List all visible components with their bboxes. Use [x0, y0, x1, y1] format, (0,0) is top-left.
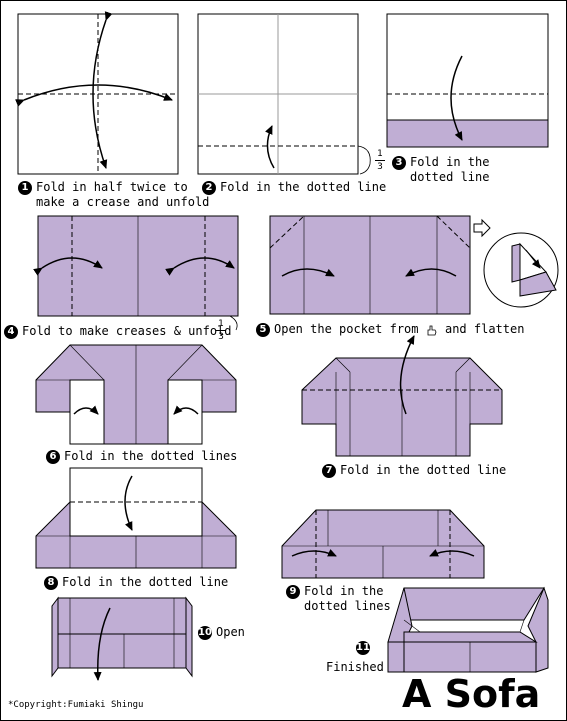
step-number-badge: 4	[4, 324, 18, 339]
step-11-badge-wrap: 11	[356, 640, 374, 655]
step-9-line-2: dotted lines	[304, 599, 391, 613]
step-1-caption: 1 Fold in half twice to make a crease and…	[18, 180, 209, 210]
step-2-line-1: Fold in the dotted line	[220, 180, 387, 194]
step-11-caption: Finished	[326, 660, 384, 675]
step-10-caption: 10 Open	[198, 625, 245, 640]
step-6-caption: 6 Fold in the dotted lines	[46, 449, 237, 464]
step-1-line-1: Fold in half twice to	[36, 180, 188, 194]
step-3-line-2: dotted line	[410, 170, 490, 184]
step-5-caption: 5 Open the pocket from and flatten	[256, 322, 524, 337]
fraction-denominator: 3	[218, 332, 224, 342]
step-11-figure	[387, 586, 549, 673]
fraction-numerator: 1	[218, 319, 224, 329]
step-number-badge: 11	[356, 640, 370, 655]
copyright-notice: *Copyright:Fumiaki Shingu	[8, 700, 144, 710]
step-4-figure	[33, 215, 239, 331]
step-3-line-1: Fold in the	[410, 155, 490, 169]
step-8-figure	[35, 467, 237, 569]
step-8-caption: 8 Fold in the dotted line	[44, 575, 228, 590]
step-9-line-1: Fold in the	[304, 584, 384, 598]
page-title: A Sofa	[402, 672, 541, 716]
step-2-figure	[197, 13, 371, 175]
fraction-denominator: 3	[377, 162, 383, 172]
step-5-line-1: Open the pocket from	[274, 322, 419, 336]
step-3-figure	[386, 13, 549, 148]
step-1-line-2: make a crease and unfold	[36, 195, 210, 209]
step-11-line-1: Finished	[326, 660, 384, 674]
step-4-line-1: Fold to make creases & unfold	[22, 324, 232, 338]
step-number-badge: 10	[198, 625, 212, 640]
step-number-badge: 2	[202, 180, 216, 195]
step-number-badge: 9	[286, 584, 300, 599]
step-8-line-1: Fold in the dotted line	[62, 575, 229, 589]
step-6-line-1: Fold in the dotted lines	[64, 449, 238, 463]
step-10-line-1: Open	[216, 625, 245, 639]
step-1-figure	[15, 11, 179, 175]
step-5-line-2: and flatten	[444, 322, 525, 336]
step-7-caption: 7 Fold in the dotted line	[322, 463, 506, 478]
step-10-figure	[51, 596, 193, 681]
step-number-badge: 6	[46, 449, 60, 464]
step-number-badge: 7	[322, 463, 336, 478]
step-number-badge: 5	[256, 322, 270, 337]
step-7-line-1: Fold in the dotted line	[340, 463, 507, 477]
step-9-figure	[281, 509, 485, 579]
step-3-caption: 3 Fold in the dotted line	[392, 155, 489, 185]
hand-pointer-icon	[426, 324, 438, 336]
step-number-badge: 3	[392, 155, 406, 170]
step-2-caption: 2 Fold in the dotted line	[202, 180, 386, 195]
step-number-badge: 8	[44, 575, 58, 590]
step-4-caption: 4 Fold to make creases & unfold	[4, 324, 232, 339]
step-5-figure	[269, 215, 559, 315]
step-6-figure	[35, 344, 237, 445]
step-number-badge: 1	[18, 180, 32, 195]
step-7-figure	[301, 335, 503, 457]
fraction-numerator: 1	[377, 149, 383, 159]
fraction-bar	[375, 160, 385, 161]
step-9-caption: 9 Fold in the dotted lines	[286, 584, 391, 614]
fraction-bar	[216, 330, 226, 331]
